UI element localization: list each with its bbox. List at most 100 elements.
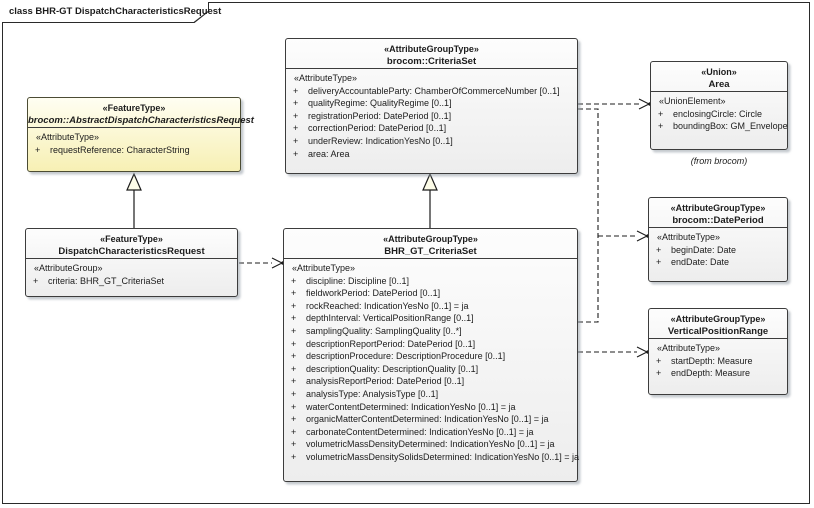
- class-box-dispatch-characteristics-request[interactable]: «FeatureType» DispatchCharacteristicsReq…: [25, 228, 238, 297]
- class-box-verticalpositionrange[interactable]: «AttributeGroupType» VerticalPositionRan…: [648, 308, 788, 395]
- attribute-row: +samplingQuality: SamplingQuality [0..*]: [288, 325, 573, 338]
- visibility-symbol: +: [291, 300, 297, 311]
- visibility-symbol: +: [291, 275, 297, 286]
- attribute-row: +endDepth: Measure: [653, 367, 783, 380]
- class-name: Area: [708, 78, 730, 90]
- attribute-text: waterContentDetermined: IndicationYesNo …: [306, 401, 516, 412]
- attribute-text: enclosingCircle: Circle: [673, 108, 763, 119]
- visibility-symbol: +: [291, 414, 297, 425]
- attribute-text: fieldworkPeriod: DatePeriod [0..1]: [306, 288, 441, 299]
- attribute-row: +area: Area: [290, 148, 573, 161]
- attributes-compartment: «AttributeType» +deliveryAccountablePart…: [286, 69, 577, 162]
- class-title: «AttributeGroupType» brocom::CriteriaSet: [286, 39, 577, 69]
- visibility-symbol: +: [656, 257, 662, 268]
- visibility-symbol: +: [291, 426, 297, 437]
- attribute-row: + volumetricMassDensitySolidsDetermined: …: [288, 451, 579, 464]
- attribute-row: +depthInterval: VerticalPositionRange [0…: [288, 312, 573, 325]
- attribute-text: organicMatterContentDetermined: Indicati…: [306, 414, 549, 425]
- class-box-bhr-gt-criteriaset[interactable]: «AttributeGroupType» BHR_GT_CriteriaSet …: [283, 228, 579, 482]
- class-title: «AttributeGroupType» BHR_GT_CriteriaSet: [284, 229, 577, 259]
- class-stereotype: «FeatureType»: [102, 103, 166, 113]
- class-title: «AttributeGroupType» VerticalPositionRan…: [649, 309, 787, 339]
- visibility-symbol: +: [291, 351, 297, 362]
- dependency-dispatch-to-bhrgt[interactable]: [239, 257, 285, 269]
- class-box-brocom-criteriaset[interactable]: «AttributeGroupType» brocom::CriteriaSet…: [285, 38, 578, 174]
- attribute-row: +requestReference: CharacterString: [32, 144, 236, 157]
- visibility-symbol: +: [658, 108, 664, 119]
- dependency-bhrgt-to-verticalpositionrange[interactable]: [578, 346, 650, 358]
- attribute-text: registrationPeriod: DatePeriod [0..1]: [308, 110, 452, 121]
- attributes-compartment: «AttributeType» +startDepth: Measure+end…: [649, 339, 787, 382]
- attribute-row: + organicMatterContentDetermined: Indicat…: [288, 413, 573, 426]
- class-name: VerticalPositionRange: [667, 325, 769, 337]
- attributes-compartment: «AttributeType» + beginDate: Date+endDate…: [649, 228, 787, 271]
- visibility-symbol: +: [656, 244, 662, 255]
- attribute-row: + registrationPeriod: DatePeriod [0..1]: [290, 110, 573, 123]
- attribute-text: descriptionProcedure: DescriptionProcedu…: [306, 351, 506, 362]
- attribute-text: boundingBox: GM_Envelope: [673, 121, 788, 132]
- attribute-text: underReview: IndicationYesNo [0..1]: [308, 135, 453, 146]
- attribute-text: deliveryAccountableParty: ChamberOfComme…: [308, 85, 560, 96]
- class-name: DispatchCharacteristicsRequest: [58, 245, 205, 257]
- attribute-row: +analysisReportPeriod: DatePeriod [0..1]: [288, 375, 573, 388]
- attribute-row: +endDate: Date: [653, 256, 783, 269]
- class-box-area[interactable]: «Union» Area «UnionElement» + enclosingCi…: [650, 61, 788, 150]
- attribute-text: analysisType: AnalysisType [0..1]: [306, 388, 439, 399]
- class-title: «FeatureType» brocom::AbstractDispatchCh…: [28, 98, 254, 128]
- attribute-row: + volumetricMassDensityDetermined: Indica…: [288, 438, 573, 451]
- attribute-text: requestReference: CharacterString: [50, 144, 190, 155]
- visibility-symbol: +: [293, 110, 299, 121]
- generalization-dispatch-to-abstract[interactable]: [126, 172, 142, 228]
- class-stereotype: «AttributeGroupType»: [383, 234, 478, 244]
- attribute-row: + deliveryAccountableParty: ChamberOfComm…: [290, 85, 573, 98]
- section-label: «AttributeGroup»: [34, 263, 103, 273]
- dependency-to-dateperiod[interactable]: [578, 108, 650, 323]
- attribute-text: descriptionReportPeriod: DatePeriod [0..…: [306, 338, 476, 349]
- attribute-row: + enclosingCircle: Circle: [655, 108, 783, 121]
- dependency-criteriaset-to-area[interactable]: [578, 98, 652, 110]
- class-stereotype: «Union»: [701, 67, 737, 77]
- visibility-symbol: +: [33, 275, 39, 286]
- class-name: brocom::DatePeriod: [672, 214, 764, 226]
- class-stereotype: «AttributeGroupType»: [384, 44, 479, 54]
- section-label: «UnionElement»: [659, 96, 726, 106]
- section-label: «AttributeType»: [36, 132, 100, 142]
- attribute-text: startDepth: Measure: [671, 355, 753, 366]
- class-box-brocom-dateperiod[interactable]: «AttributeGroupType» brocom::DatePeriod …: [648, 197, 788, 282]
- visibility-symbol: +: [293, 148, 299, 159]
- visibility-symbol: +: [291, 325, 297, 336]
- attribute-text: volumetricMassDensityDetermined: Indicat…: [306, 439, 555, 450]
- attribute-row: + underReview: IndicationYesNo [0..1]: [290, 135, 573, 148]
- section-label: «AttributeType»: [657, 232, 721, 242]
- visibility-symbol: +: [291, 388, 297, 399]
- attributes-compartment: «AttributeType» +requestReference: Chara…: [28, 128, 240, 158]
- visibility-symbol: +: [293, 135, 299, 146]
- attributes-compartment: «AttributeType» + discipline: Discipline …: [284, 259, 579, 466]
- visibility-symbol: +: [291, 451, 297, 462]
- generalization-bhrgt-to-criteriaset[interactable]: [422, 172, 438, 228]
- attribute-text: volumetricMassDensitySolidsDetermined: I…: [306, 451, 580, 462]
- attribute-row: +carbonateContentDetermined: IndicationY…: [288, 426, 573, 439]
- attribute-text: analysisReportPeriod: DatePeriod [0..1]: [306, 376, 465, 387]
- attribute-row: + discipline: Discipline [0..1]: [288, 275, 573, 288]
- visibility-symbol: +: [291, 363, 297, 374]
- attribute-text: correctionPeriod: DatePeriod [0..1]: [308, 123, 447, 134]
- visibility-symbol: +: [291, 313, 297, 324]
- visibility-symbol: +: [656, 368, 662, 379]
- visibility-symbol: +: [291, 439, 297, 450]
- attribute-text: beginDate: Date: [671, 244, 737, 255]
- attribute-row: +qualityRegime: QualityRegime [0..1]: [290, 97, 573, 110]
- class-name: BHR_GT_CriteriaSet: [384, 245, 477, 257]
- attribute-row: +waterContentDetermined: IndicationYesNo…: [288, 401, 573, 414]
- class-stereotype: «AttributeGroupType»: [670, 203, 766, 213]
- visibility-symbol: +: [656, 355, 662, 366]
- section-label: «AttributeType»: [292, 263, 356, 273]
- visibility-symbol: +: [293, 85, 299, 96]
- attribute-text: criteria: BHR_GT_CriteriaSet: [48, 275, 165, 286]
- attribute-row: + beginDate: Date: [653, 244, 783, 257]
- attribute-row: + startDepth: Measure: [653, 355, 783, 368]
- class-box-abstract-dispatch-characteristics-request[interactable]: «FeatureType» brocom::AbstractDispatchCh…: [27, 97, 254, 172]
- attribute-text: discipline: Discipline [0..1]: [306, 275, 410, 286]
